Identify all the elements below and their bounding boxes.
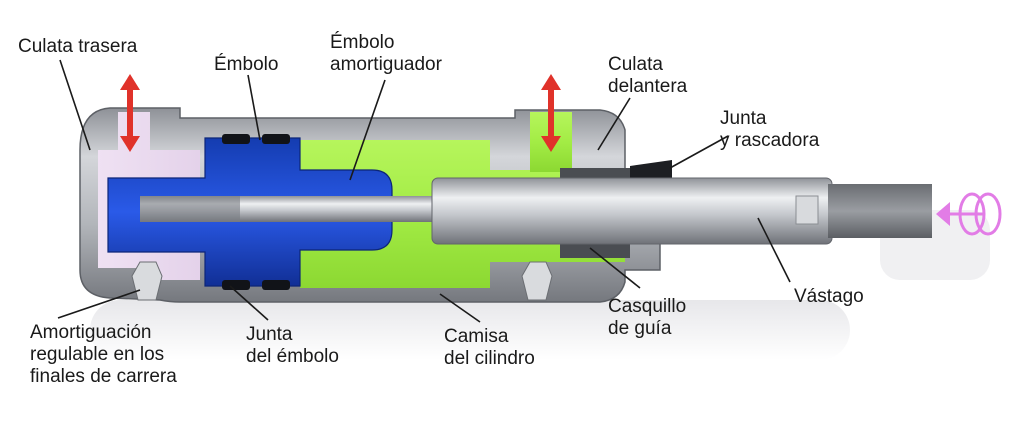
front-port-arrow — [541, 74, 561, 152]
leader-culata-delantera — [597, 97, 631, 151]
label-junta-embolo: Junta del émbolo — [246, 324, 339, 368]
leader-amortiguacion — [57, 289, 141, 319]
label-line: Culata trasera — [18, 36, 138, 57]
label-line: finales de carrera — [30, 366, 177, 387]
label-line: Vástago — [794, 286, 864, 307]
leader-vastago — [757, 217, 791, 283]
spiral-arrow-icon — [936, 192, 1002, 236]
label-culata-trasera: Culata trasera — [18, 36, 137, 58]
label-line: Casquillo — [608, 296, 687, 317]
label-line: de guía — [608, 318, 672, 339]
label-culata-delantera: Culata delantera — [608, 54, 687, 98]
label-amortiguacion: Amortiguación regulable en los finales d… — [30, 322, 177, 388]
cushion-screw-front — [521, 261, 553, 301]
leader-embolo — [247, 74, 261, 141]
label-line: regulable en los — [30, 344, 165, 365]
label-embolo-amortiguador: Émbolo amortiguador — [330, 32, 442, 76]
label-line: del cilindro — [444, 348, 535, 369]
inner-rod-shade — [140, 196, 240, 222]
leader-camisa — [439, 293, 481, 323]
piston-seal-bottom-1 — [222, 280, 250, 290]
rod-end — [828, 184, 932, 238]
label-line: y rascadora — [720, 130, 820, 151]
label-line: amortiguador — [330, 54, 442, 75]
piston-seal-top-1 — [222, 134, 250, 144]
label-camisa-cilindro: Camisa del cilindro — [444, 326, 535, 370]
label-line: Amortiguación — [30, 322, 152, 343]
label-casquillo-guia: Casquillo de guía — [608, 296, 686, 340]
label-line: Émbolo — [214, 54, 279, 75]
leader-junta-embolo — [229, 285, 269, 321]
piston-seal-top-2 — [262, 134, 290, 144]
leader-embolo-amortiguador — [349, 79, 386, 181]
rod-thread-marker — [795, 195, 819, 225]
label-line: delantera — [608, 76, 688, 97]
label-embolo: Émbolo — [214, 54, 278, 76]
leader-culata-trasera — [59, 59, 91, 151]
rear-port-arrow — [120, 74, 140, 152]
label-line: Culata — [608, 54, 663, 75]
piston-rod — [431, 177, 833, 245]
leader-junta-rascadora — [669, 135, 729, 169]
cushion-screw-rear — [131, 261, 163, 301]
label-line: Émbolo — [330, 32, 395, 53]
leader-casquillo — [589, 247, 641, 289]
label-junta-rascadora: Junta y rascadora — [720, 108, 819, 152]
piston-seal-bottom-2 — [262, 280, 290, 290]
floor-shadow — [90, 300, 850, 360]
label-line: del émbolo — [246, 346, 339, 367]
label-vastago: Vástago — [794, 286, 864, 308]
leader-lines — [57, 59, 791, 323]
label-line: Camisa — [444, 326, 509, 347]
label-line: Junta — [246, 324, 293, 345]
label-line: Junta — [720, 108, 767, 129]
